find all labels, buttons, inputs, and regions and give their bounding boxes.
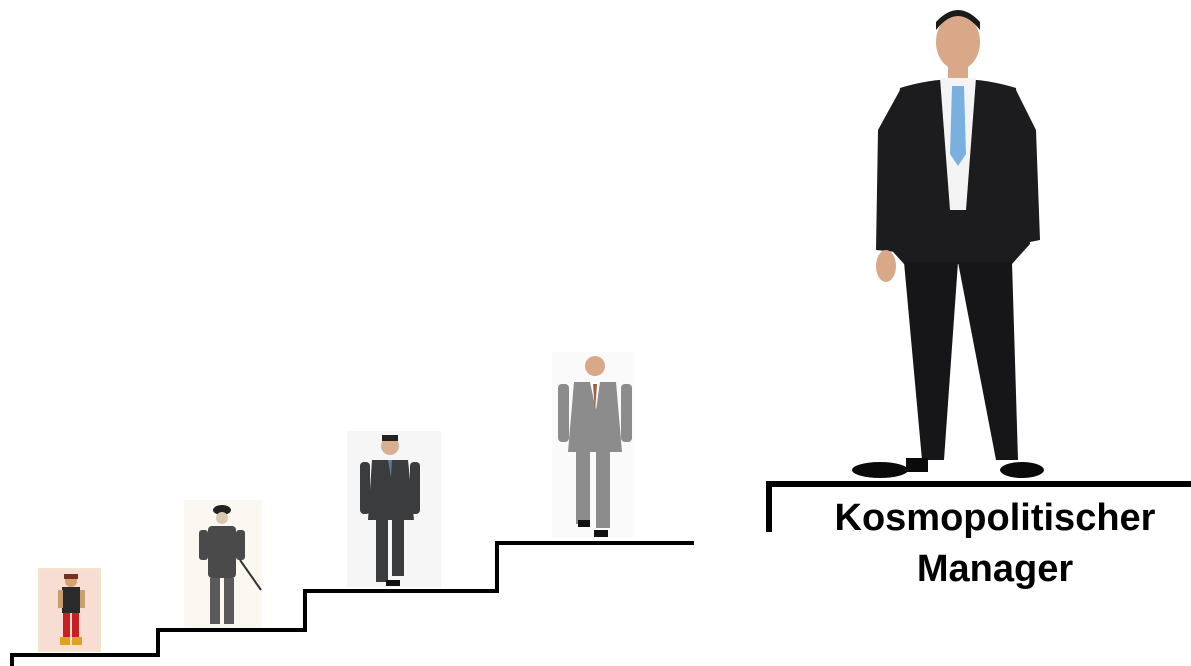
manager-caption: Kosmopolitischer Manager [790,493,1191,595]
businessman-grey-suit-icon [552,352,634,537]
caption-line-2: Manager [790,544,1191,595]
medieval-costume-figure-icon [38,568,101,652]
vintage-gentleman-figure-icon [184,500,262,628]
businessman-walking-icon [347,431,441,587]
caption-line-1: Kosmopolitischer [790,493,1191,544]
businessman-standing-icon [852,10,1044,478]
